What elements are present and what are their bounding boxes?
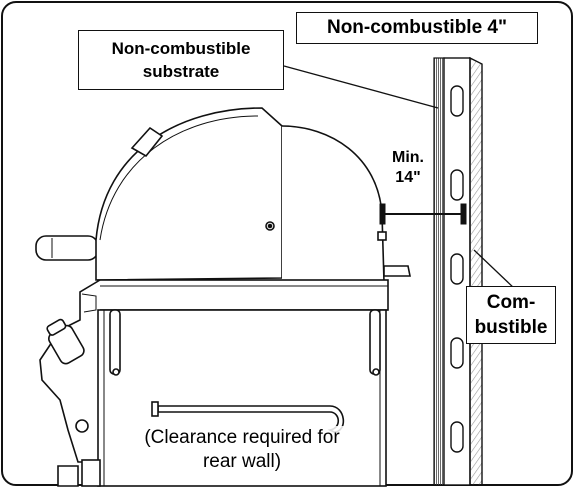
- combustible-callout: Com- bustible: [466, 286, 556, 344]
- min-clearance-label: Min. 14": [380, 148, 436, 188]
- control-knob: [46, 318, 85, 365]
- control-panel: [39, 279, 101, 463]
- min-clearance-dimension: [379, 203, 467, 225]
- clearance-note-line1: (Clearance required for: [144, 427, 340, 448]
- side-handle: [35, 235, 99, 261]
- substrate-label-line1: Non-combustible: [111, 39, 251, 58]
- min-label-line1: Min.: [392, 149, 424, 166]
- substrate-callout: Non-combustible substrate: [78, 30, 284, 90]
- non-combustible-4in-label: Non-combustible 4": [326, 17, 508, 38]
- non-combustible-4in-callout: Non-combustible 4": [296, 12, 538, 44]
- substrate-strip: [433, 57, 445, 486]
- combustible-label-line1: Com-: [486, 292, 536, 313]
- combustible-wall: [469, 56, 483, 486]
- clearance-note-line2: rear wall): [202, 451, 282, 472]
- igniter-button: [75, 419, 89, 433]
- block-holes: [450, 85, 464, 453]
- combustible-leader-line: [473, 249, 517, 291]
- substrate-leader-line: [283, 65, 439, 109]
- cookbox-band: [97, 279, 389, 311]
- clearance-note: (Clearance required for rear wall): [112, 426, 372, 474]
- caster: [57, 465, 79, 487]
- substrate-label-line2: substrate: [142, 62, 220, 81]
- combustible-label-line2: bustible: [474, 317, 548, 338]
- min-label-line2: 14": [395, 169, 421, 186]
